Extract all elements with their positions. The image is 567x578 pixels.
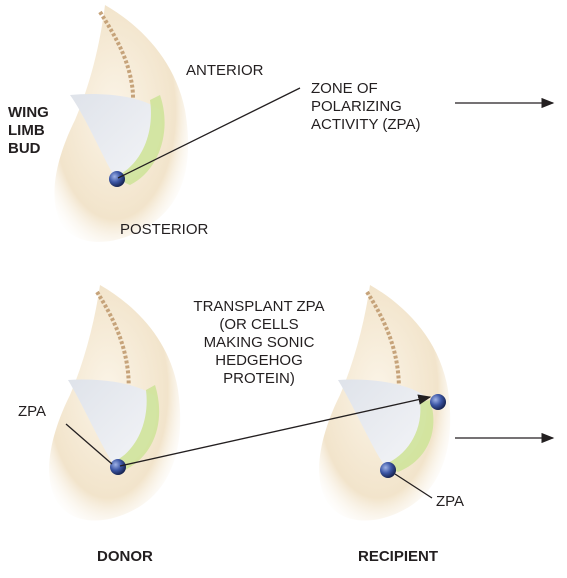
top-limb-bud <box>54 5 188 242</box>
donor-zpa <box>110 459 126 475</box>
transplant-label: TRANSPLANT ZPA (OR CELLS MAKING SONIC HE… <box>174 298 344 388</box>
anterior-label: ANTERIOR <box>186 62 264 80</box>
wing-limb-bud-label: WING LIMB BUD <box>8 104 49 158</box>
top-zpa <box>109 171 125 187</box>
donor-zpa-label: ZPA <box>18 403 46 421</box>
zpa-full-name-label: ZONE OF POLARIZING ACTIVITY (ZPA) <box>311 80 420 134</box>
donor-label: DONOR <box>97 548 153 566</box>
recipient-zpa-label: ZPA <box>436 493 464 511</box>
recipient-label: RECIPIENT <box>358 548 438 566</box>
recipient-native-zpa <box>380 462 396 478</box>
posterior-label: POSTERIOR <box>120 221 208 239</box>
donor-limb-bud <box>49 285 180 521</box>
recipient-transplanted-zpa <box>430 394 446 410</box>
